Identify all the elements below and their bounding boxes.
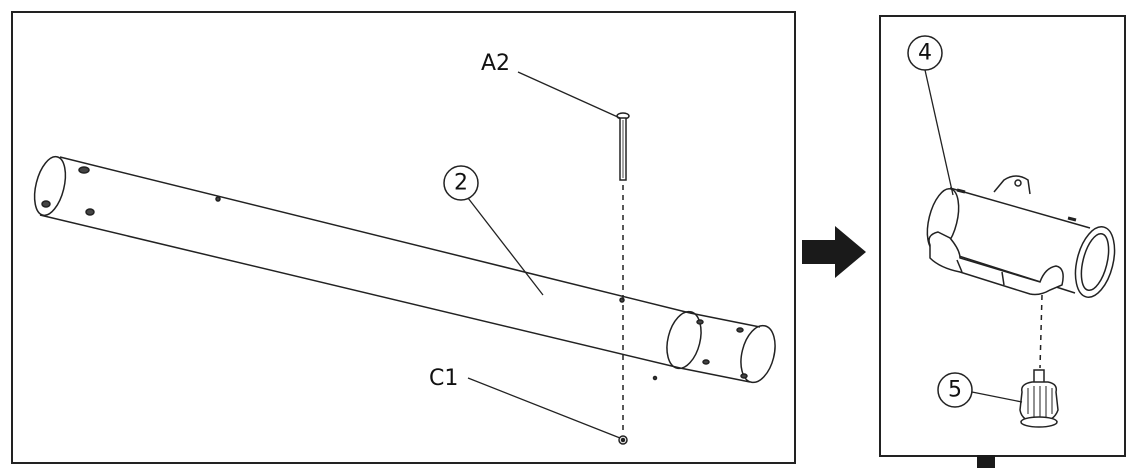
label-c1: C1 [429,366,458,391]
leader-a2 [517,71,621,119]
left-panel: A2 C1 2 [11,11,796,464]
callout-part-2: 2 [443,165,479,201]
callout-part-4: 4 [907,35,943,71]
leader-part-5 [971,391,1023,403]
callout-part-2-number: 2 [454,171,468,196]
tube-part-2 [33,155,776,384]
right-panel: 4 5 [879,15,1126,457]
callout-part-4-number: 4 [918,41,932,66]
down-arrow-icon [977,455,995,468]
leader-part-4 [924,69,954,196]
right-arrow-icon [802,226,866,278]
callout-part-5: 5 [937,372,973,408]
leader-c1 [467,377,621,439]
knob-part-5 [1019,369,1059,428]
assembly-dashed-line-right [1039,294,1043,369]
bolt-a2 [616,112,630,181]
callout-part-5-number: 5 [948,378,962,403]
right-panel-frame [879,15,1126,457]
label-a2: A2 [481,51,510,76]
leader-part-2 [467,197,544,296]
left-panel-frame [11,11,796,464]
sleeve-part-4 [926,175,1116,298]
nut-c1 [618,435,628,445]
